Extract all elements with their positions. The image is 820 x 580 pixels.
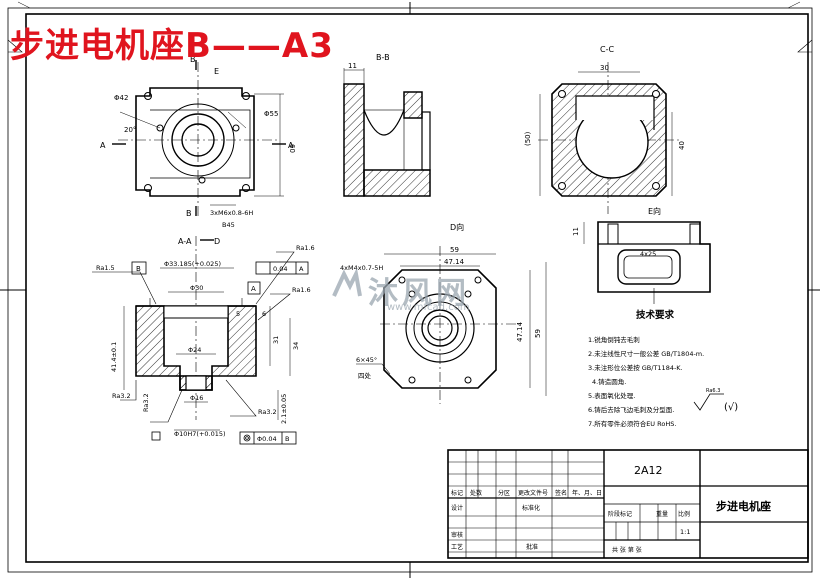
dim-b45: B45 [222, 221, 235, 229]
tech-item-3: 3.未注形位公差按 GB/T1184-K. [588, 363, 683, 372]
aa-d30: Φ30 [190, 284, 203, 292]
tech-item-2: 2.未注线性尺寸一般公差 GB/T1804-m. [588, 349, 704, 358]
tb-row-zone: 分区 [498, 489, 510, 497]
drawing-title-banner: 步进电机座B——A3 [10, 26, 334, 66]
aa-ra32c: Ra3.2 [112, 392, 131, 400]
cc-dim50: (50) [524, 131, 532, 146]
dim-d55: Φ55 [264, 110, 278, 118]
tb-design: 设计 [451, 504, 463, 512]
front-view [112, 60, 286, 218]
aa-ra5: Ra1.5 [96, 264, 115, 272]
aa-d5: 5 [236, 310, 240, 318]
aa-ra16a: Ra1.6 [296, 244, 315, 252]
dim-thread: 3xM6x0.8-6H [210, 209, 253, 217]
bb-title: B-B [376, 53, 390, 62]
tb-review: 审核 [451, 531, 463, 539]
aa-ra16b: Ra1.6 [292, 286, 311, 294]
aa-d33: Φ33.185(+0.025) [164, 260, 221, 268]
front-b-top: B [190, 55, 196, 64]
front-a-left: A [100, 141, 106, 150]
tb-material: 2A12 [634, 464, 663, 477]
aa-coax-value: Φ0.04 [257, 435, 277, 443]
tech-item-4: 4.铸造圆角. [592, 377, 626, 386]
aa-ra32a: Ra3.2 [258, 408, 277, 416]
tb-approve: 批准 [526, 543, 538, 551]
front-e-top: E [214, 67, 219, 76]
aa-d6: 6 [262, 310, 266, 318]
front-b-bottom: B [186, 209, 192, 218]
roughness-symbol [693, 393, 724, 411]
tech-title: 技术要求 [636, 309, 675, 321]
watermark-text: 沐风网 [368, 276, 470, 311]
dim-height-60: 60 [288, 144, 296, 153]
aa-flat-value: 0.04 [273, 265, 287, 273]
roughness-note: Ra6.3 [706, 388, 720, 394]
aa-d16: Φ16 [190, 394, 203, 402]
aa-title: A-A [178, 237, 192, 246]
d-h59: 59 [534, 329, 542, 338]
tech-item-1: 1.锐角倒钝去毛刺 [588, 335, 640, 344]
bb-dim11: 11 [348, 62, 357, 70]
tb-row-date: 年、月、日 [572, 489, 602, 497]
cc-dim30: 30 [600, 64, 609, 72]
aa-ra32b: Ra3.2 [142, 393, 150, 412]
tb-sheets: 共 张 第 张 [612, 546, 642, 554]
d-h47: 47.14 [516, 321, 524, 342]
cc-title: C-C [600, 45, 614, 54]
d-direction-view [356, 246, 547, 404]
d-w47: 47.14 [444, 258, 465, 266]
d-chamfer-note: 四处 [358, 371, 372, 380]
aa-d24: Φ24 [188, 346, 201, 354]
tb-standardize: 标准化 [522, 504, 540, 512]
tb-row-doc: 更改文件号 [518, 489, 548, 497]
tech-item-6: 6.铸后去除飞边毛刺及分型面. [588, 405, 674, 414]
tb-row-sign: 签名 [555, 489, 567, 497]
tb-stage-mark: 阶段标记 [608, 510, 632, 518]
aa-a-box: A [251, 285, 256, 293]
dim-d42: Φ42 [114, 94, 128, 102]
d-holes: 4xM4x0.7-5H [340, 264, 383, 272]
aa-h21: 2.1±0.05 [280, 394, 288, 424]
e-title: E向 [648, 206, 661, 216]
e-dim11: 11 [572, 227, 580, 236]
aa-flat-ref: A [299, 265, 304, 273]
d-w59: 59 [450, 246, 459, 254]
aa-h34: 34 [292, 342, 300, 350]
watermark-logo-icon [332, 268, 362, 297]
roughness-paren: (√) [724, 402, 738, 413]
cc-dim40: 40 [678, 141, 686, 150]
e-direction-view [583, 221, 711, 304]
aa-box-b: B [136, 265, 141, 273]
tb-part-name: 步进电机座 [716, 499, 771, 513]
tb-weight: 重量 [656, 510, 668, 518]
d-chamfer: 6×45° [356, 356, 377, 364]
tb-craft: 工艺 [451, 543, 463, 551]
aa-h41: 41.4±0.1 [110, 342, 118, 372]
dim-angle: 20° [124, 126, 136, 134]
section-cc-view [538, 62, 680, 214]
section-aa-view [92, 236, 309, 445]
tb-row-count: 处数 [470, 489, 482, 497]
tb-ratio: 比例 [678, 510, 690, 518]
aa-h31: 31 [272, 336, 280, 344]
tb-row-mark: 标记 [451, 489, 463, 497]
front-a-right: A [288, 141, 294, 150]
e-slot: 4x25 [640, 250, 656, 258]
aa-d-label: D [214, 237, 220, 246]
title-block [447, 449, 809, 559]
tech-item-7: 7.所有零件必须符合EU RoHS. [588, 419, 676, 428]
section-bb-view [343, 68, 431, 197]
watermark-url: www.mfcad.com [387, 302, 470, 313]
aa-coax-ref: B [285, 435, 289, 443]
d-title: D向 [450, 222, 464, 232]
aa-d10: Φ10H7(+0.015) [174, 430, 226, 438]
tb-scale: 1:1 [680, 528, 690, 536]
tech-item-5: 5.表面氧化处理. [588, 391, 635, 400]
